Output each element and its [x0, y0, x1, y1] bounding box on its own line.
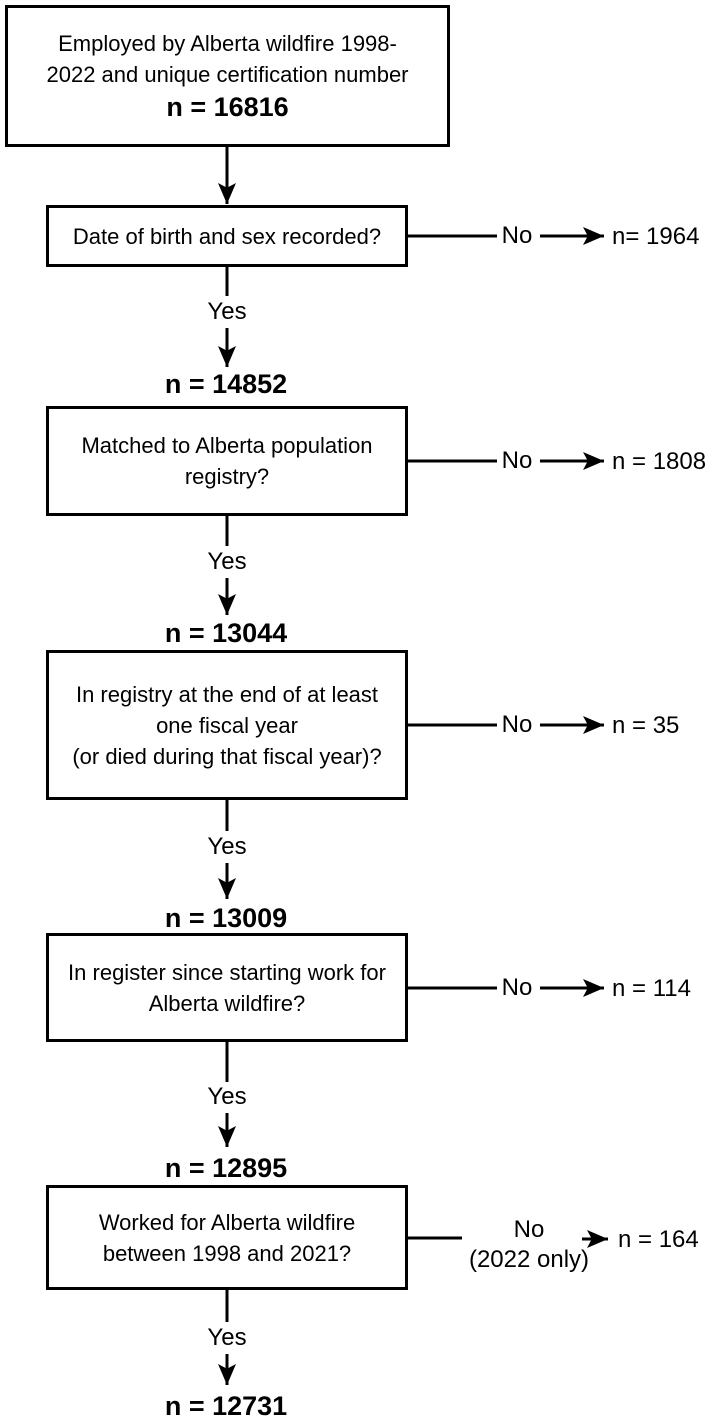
yes-branch-label: Yes: [207, 1324, 247, 1351]
excluded-count: n = 164: [618, 1226, 699, 1253]
start-box-text-line: Employed by Alberta wildfire 1998-: [58, 31, 397, 56]
question-text-line: registry?: [184, 464, 270, 489]
question-text-line: (or died during that fiscal year)?: [72, 743, 382, 769]
question-box-worked-1998-2021: Worked for Alberta wildfire between 1998…: [46, 1185, 408, 1290]
excluded-count: n= 1964: [612, 223, 700, 250]
question-text-line: Alberta wildfire?: [148, 990, 306, 1016]
question-text-line: between 1998 and 2021?: [102, 1240, 352, 1266]
remaining-count: n = 13044: [164, 618, 288, 648]
question-text-line: In registry at the end of at least: [75, 681, 379, 707]
remaining-count: n = 12895: [164, 1153, 288, 1183]
no-branch-sublabel: (2022 only): [468, 1246, 590, 1273]
remaining-count: n = 12731: [164, 1391, 288, 1421]
question-text-line: In register since starting work for: [68, 959, 386, 985]
start-box-text-line: 2022 and unique certification number: [46, 62, 409, 87]
start-box-n-total: n = 16816: [166, 92, 289, 122]
no-branch-label: No: [501, 974, 533, 1001]
remaining-count: n = 13009: [164, 903, 288, 933]
question-text-line: one fiscal year: [156, 712, 298, 738]
no-branch-label: No: [501, 711, 533, 738]
yes-branch-label: Yes: [207, 548, 247, 575]
no-branch-label: No: [501, 222, 533, 249]
excluded-count: n = 35: [612, 712, 680, 739]
question-text-line: Matched to Alberta population: [81, 433, 373, 458]
question-box-fiscal-year: In registry at the end of at least one f…: [46, 650, 408, 800]
yes-branch-label: Yes: [207, 298, 247, 325]
remaining-count: n = 14852: [164, 369, 288, 399]
yes-branch-label: Yes: [207, 1083, 247, 1110]
start-box: Employed by Alberta wildfire 1998- 2022 …: [5, 5, 450, 147]
question-text-line: Date of birth and sex recorded?: [72, 223, 382, 249]
question-box-dob-sex: Date of birth and sex recorded?: [46, 205, 408, 267]
yes-branch-label: Yes: [207, 833, 247, 860]
question-text-line: Worked for Alberta wildfire: [98, 1209, 356, 1235]
no-branch-label: No: [513, 1216, 545, 1243]
excluded-count: n = 114: [612, 975, 691, 1002]
excluded-count: n = 1808: [612, 448, 707, 475]
no-branch-label-group: No (2022 only): [469, 1215, 589, 1275]
question-box-population-registry: Matched to Alberta population registry?: [46, 406, 408, 516]
no-branch-label: No: [501, 447, 533, 474]
question-box-register-since-start: In register since starting work for Albe…: [46, 933, 408, 1042]
